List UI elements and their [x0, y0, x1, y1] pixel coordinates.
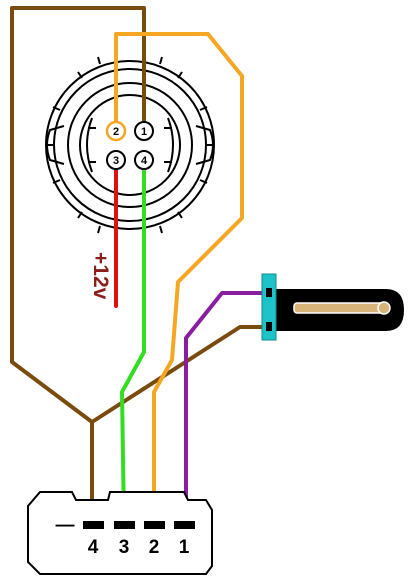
- round-pin-3: 3: [106, 150, 126, 170]
- sensor-clip: [261, 273, 277, 341]
- round-connector-outer-ring: [45, 60, 215, 230]
- flat-pin-label-2: 2: [149, 537, 160, 558]
- flat-connector-housing: [27, 491, 213, 575]
- sensor-terminal-top: [266, 288, 272, 297]
- voltage-label: +12v: [89, 252, 112, 300]
- flat-connector-dash: —: [56, 515, 75, 536]
- round-pin-2-label: 2: [113, 126, 119, 138]
- sensor-probe: [293, 302, 387, 314]
- flat-connector: — 4 3 2 1: [27, 491, 213, 575]
- round-connector-left-tab: [46, 125, 65, 165]
- round-pin-4-label: 4: [141, 155, 148, 167]
- round-connector-right-tab: [195, 125, 214, 165]
- round-pin-3-label: 3: [113, 155, 119, 167]
- flat-terminal-4: [83, 521, 104, 529]
- sensor-terminal-bottom: [266, 322, 272, 331]
- flat-pin-label-1: 1: [179, 537, 190, 558]
- flat-connector-terminals: [83, 521, 195, 529]
- flat-terminal-1: [174, 521, 195, 529]
- temperature-sensor: [261, 273, 404, 341]
- round-connector-inner-ring: [67, 82, 193, 208]
- flat-terminal-2: [144, 521, 165, 529]
- purple-wire: [184, 291, 270, 525]
- round-pin-1-label: 1: [141, 126, 147, 138]
- round-connector-mid-ring: [53, 68, 207, 222]
- round-pin-1: 1: [134, 121, 154, 141]
- sensor-probe-tip: [377, 301, 391, 315]
- round-connector: [45, 56, 215, 234]
- round-connector-core-ring: [79, 94, 181, 196]
- flat-terminal-3: [114, 521, 135, 529]
- round-connector-keyway: [86, 117, 174, 173]
- round-pin-2: 2: [105, 120, 127, 142]
- flat-pin-label-4: 4: [88, 537, 99, 558]
- green-wire: [120, 168, 146, 525]
- orange-wire: [114, 32, 244, 525]
- round-pin-4: 4: [134, 150, 154, 170]
- brown-wire: [10, 6, 270, 525]
- flat-pin-label-3: 3: [119, 537, 130, 558]
- round-connector-pins: 1 2 3 4: [105, 120, 154, 170]
